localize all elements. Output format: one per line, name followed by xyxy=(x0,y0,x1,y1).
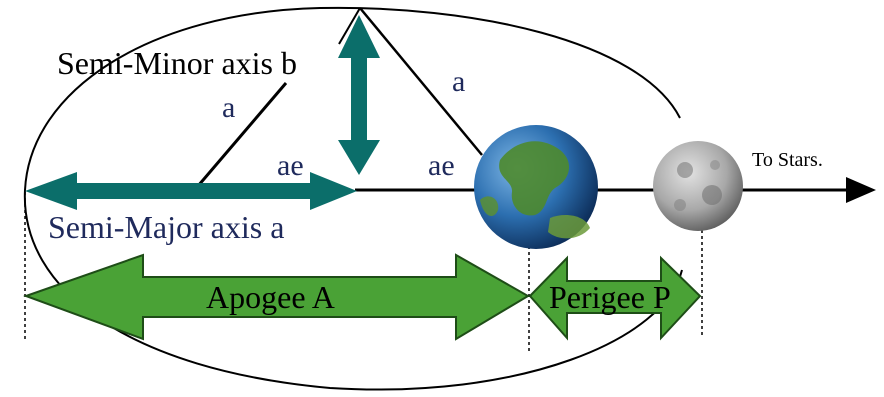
a-right-label: a xyxy=(452,65,465,98)
semi-minor-arrow xyxy=(338,15,380,175)
to-stars-label: To Stars. xyxy=(752,149,823,171)
semi-minor-label: Semi-Minor axis b xyxy=(57,45,297,81)
a-left-label: a xyxy=(222,91,235,124)
perigee-arrow xyxy=(528,255,702,341)
semi-major-label: Semi-Major axis a xyxy=(48,209,284,245)
ae-right-label: ae xyxy=(428,149,455,182)
apogee-label: Apogee A xyxy=(206,279,335,315)
focal-line-top xyxy=(338,7,361,45)
focal-line-right xyxy=(359,7,483,156)
ae-left-label: ae xyxy=(277,149,304,182)
perigee-label: Perigee P xyxy=(549,279,671,315)
earth-globe-icon xyxy=(474,125,598,249)
orbit-ellipse xyxy=(23,6,683,391)
focal-line-left xyxy=(196,82,288,187)
moon-icon xyxy=(653,141,743,231)
semi-major-arrow xyxy=(25,172,357,210)
to-stars-arrowhead xyxy=(846,177,876,203)
apogee-arrow xyxy=(23,253,530,341)
